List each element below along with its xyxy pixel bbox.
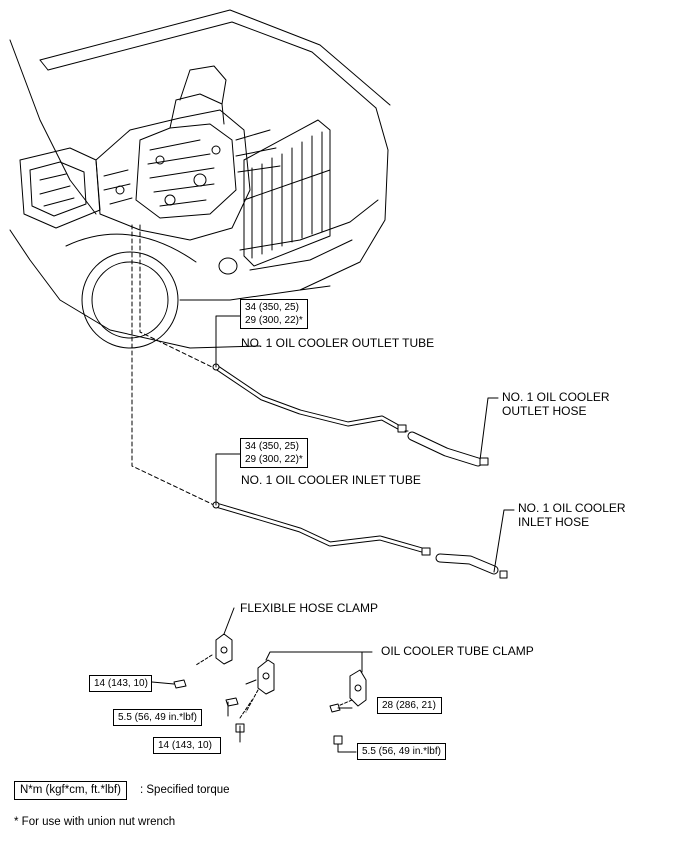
- outlet-hose-illustration: [407, 431, 489, 467]
- torque-box-right-clamp-bolt-a: 28 (286, 21): [377, 697, 442, 714]
- inlet-hose-label-line2: INLET HOSE: [518, 515, 590, 529]
- right-clamp-illustration: [329, 669, 367, 745]
- inlet-hose-illustration: [435, 553, 508, 579]
- flexible-hose-clamp-illustration: [173, 633, 233, 689]
- torque-box-right-clamp-bolt-b: 5.5 (56, 49 in.*lbf): [357, 743, 446, 760]
- outlet-hose-label-line2: OUTLET HOSE: [502, 404, 587, 418]
- torque-box-tube-clamp-bolt-b: 14 (143, 10): [153, 737, 221, 754]
- outlet-hose-label: NO. 1 OIL COOLER OUTLET HOSE: [502, 390, 610, 418]
- torque-value: 14 (143, 10): [158, 740, 212, 751]
- leader-lines: [151, 315, 515, 753]
- torque-value-union-wrench: 29 (300, 22)*: [245, 315, 303, 326]
- torque-value: 34 (350, 25): [245, 441, 299, 452]
- torque-value: 5.5 (56, 49 in.*lbf): [118, 712, 197, 723]
- oil-cooler-tube-clamp-illustration: [225, 659, 275, 733]
- vehicle-illustration: [9, 9, 391, 506]
- inlet-hose-label-line1: NO. 1 OIL COOLER: [518, 501, 626, 515]
- inlet-tube-label: NO. 1 OIL COOLER INLET TUBE: [241, 473, 421, 487]
- torque-value-union-wrench: 29 (300, 22)*: [245, 454, 303, 465]
- torque-box-outlet-tube: 34 (350, 25) 29 (300, 22)*: [240, 299, 308, 329]
- outlet-tube-illustration: [212, 363, 409, 433]
- torque-box-flex-clamp-bolt: 14 (143, 10): [89, 675, 152, 692]
- torque-unit-legend-text: : Specified torque: [140, 784, 230, 796]
- torque-box-tube-clamp-bolt-a: 5.5 (56, 49 in.*lbf): [113, 709, 202, 726]
- outlet-tube-label: NO. 1 OIL COOLER OUTLET TUBE: [241, 336, 435, 350]
- torque-value: 28 (286, 21): [382, 700, 436, 711]
- inlet-tube-illustration: [212, 501, 431, 556]
- torque-box-inlet-tube: 34 (350, 25) 29 (300, 22)*: [240, 438, 308, 468]
- torque-value: 34 (350, 25): [245, 302, 299, 313]
- torque-unit-legend-box: N*m (kgf*cm, ft.*lbf): [14, 781, 127, 800]
- torque-value: 5.5 (56, 49 in.*lbf): [362, 746, 441, 757]
- inlet-hose-label: NO. 1 OIL COOLER INLET HOSE: [518, 501, 626, 529]
- torque-value: 14 (143, 10): [94, 678, 148, 689]
- oil-cooler-tube-clamp-label: OIL COOLER TUBE CLAMP: [381, 644, 534, 658]
- flexible-hose-clamp-label: FLEXIBLE HOSE CLAMP: [240, 601, 379, 615]
- union-nut-wrench-footnote: * For use with union nut wrench: [14, 816, 176, 828]
- outlet-hose-label-line1: NO. 1 OIL COOLER: [502, 390, 610, 404]
